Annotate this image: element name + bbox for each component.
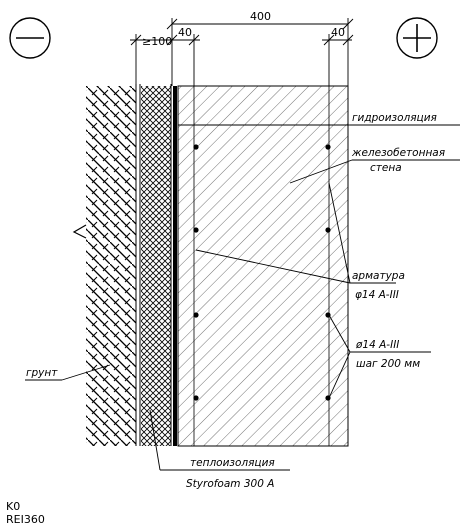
label-rebar-line2: φ14 A-III xyxy=(355,289,399,301)
label-wall-line2: стена xyxy=(370,162,402,174)
dim-right-cover: 40 xyxy=(331,26,345,39)
dimension-lines xyxy=(130,18,354,86)
fire-class: K0 xyxy=(6,500,21,513)
label-soil: грунт xyxy=(26,367,58,379)
label-rebar2-line2: шаг 200 мм xyxy=(356,358,420,370)
waterproofing-layer xyxy=(173,86,177,446)
rebar-dots xyxy=(193,144,331,401)
minus-sign-icon xyxy=(9,17,51,59)
label-rebar-line1: арматура xyxy=(352,270,405,282)
leader-lines xyxy=(25,124,460,471)
label-insulation-line2: Styrofoam 300 A xyxy=(186,478,274,490)
soil-hatch xyxy=(86,86,136,446)
label-insulation-line1: теплоизоляция xyxy=(190,457,275,469)
dim-left-cover: 40 xyxy=(178,26,192,39)
dim-overall: 400 xyxy=(250,10,271,23)
label-wall-line1: железобетонная xyxy=(351,147,445,159)
label-waterproofing: гидроизоляция xyxy=(352,112,437,124)
plus-sign-icon xyxy=(396,17,438,59)
insulation-hatch xyxy=(141,86,171,446)
label-rebar2-line1: ø14 A-III xyxy=(355,339,399,351)
concrete-wall xyxy=(177,85,349,447)
dim-insulation: ≥100 xyxy=(142,35,172,48)
soil-break-mark xyxy=(72,224,87,239)
fire-resistance: REI360 xyxy=(6,513,45,526)
